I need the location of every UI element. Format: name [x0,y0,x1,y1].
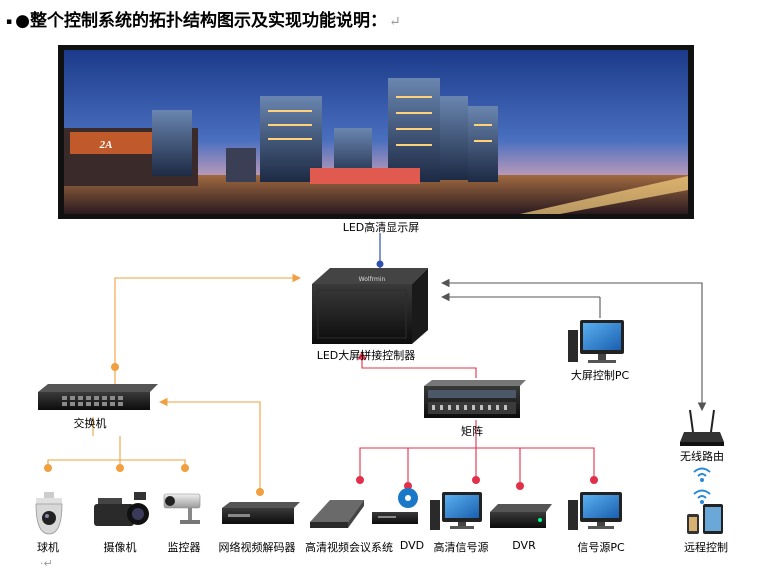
hd-source-label: 高清信号源 [433,541,489,554]
red-wires [357,350,595,486]
matrix-device [424,380,526,418]
dvr-icon [490,504,552,528]
monitor-camera-icon [163,493,201,524]
matrix-label: 矩阵 [461,425,483,438]
ball-camera-label: 球机 [37,541,59,554]
control-pc-label: 大屏控制PC [570,369,630,382]
page-heading: ▪●整个控制系统的拓扑结构图示及实现功能说明：↵ [6,6,401,31]
ball-camera-icon [35,492,63,535]
switch-label: 交换机 [73,417,107,430]
bullet-mark: ▪ [6,16,13,27]
heading-dot: ● [15,11,30,31]
switch-device [38,384,158,410]
control-pc-icon [568,320,624,363]
conference-icon [310,500,364,528]
video-camera-icon [94,492,149,526]
dvd-icon [372,488,418,524]
dvd-label: DVD [399,539,425,552]
orange-dots [44,363,264,496]
city-windows [268,96,492,146]
heading-text: 整个控制系统的拓扑结构图示及实现功能说明： [29,11,387,31]
controller-brand: Wolfrmin [359,276,386,283]
controller-device: Wolfrmin [312,268,428,344]
gray-wires [440,278,707,412]
monitor-cam-label: 监控器 [167,541,201,554]
decoder-icon [222,502,300,524]
screen-link [376,233,384,270]
controller-label: LED大屏拼接控制器 [316,349,416,362]
decoder-label: 网络视频解码器 [218,541,296,554]
dvr-label: DVR [512,539,536,552]
sign-text: 2A [99,139,113,151]
return-mark: ↵ [388,14,401,30]
wifi-small-icon [693,489,711,499]
end-mark: ·↵ [40,557,53,570]
remote-label: 远程控制 [684,541,728,554]
wifi-icon [693,467,711,477]
remote-devices [687,489,723,534]
video-camera-label: 摄像机 [103,541,137,554]
hd-source-pc-icon [430,492,482,530]
led-screen-label: LED高清显示屏 [342,221,420,234]
router-label: 无线路由 [680,450,724,463]
led-screen: 2A [58,45,694,219]
red-dots [356,476,598,490]
signal-source-pc-icon [568,492,622,530]
router-icon [680,409,724,482]
source-pc-label: 信号源PC [577,541,625,554]
conference-label: 高清视频会议系统 [305,541,393,554]
